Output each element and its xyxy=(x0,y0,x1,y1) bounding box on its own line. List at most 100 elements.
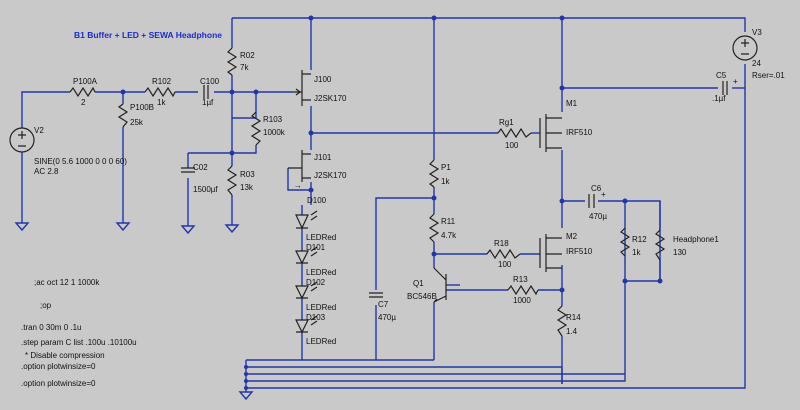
directive-comment: * Disable compression xyxy=(25,351,105,360)
r102-value: 1k xyxy=(157,98,166,107)
p100a-value: 2 xyxy=(81,98,86,107)
resistor-r103[interactable] xyxy=(250,111,262,146)
r11-label: R11 xyxy=(441,217,456,226)
resistor-rg1[interactable] xyxy=(497,127,532,139)
headphone1-value: 130 xyxy=(673,248,687,257)
mosfet-m2[interactable] xyxy=(539,234,562,272)
directive-option-1: .option plotwinsize=0 xyxy=(21,362,96,371)
r03-label: R03 xyxy=(240,170,255,179)
bjt-q1[interactable] xyxy=(433,267,447,303)
jfet-j101[interactable] xyxy=(288,150,311,182)
m1-label: M1 xyxy=(566,99,578,108)
resistor-r14[interactable] xyxy=(556,305,568,337)
directive-step: .step param C list .100u .10100u xyxy=(21,338,137,347)
c5-value: .1µf xyxy=(712,94,726,103)
c02-value: 1500µf xyxy=(193,185,218,194)
resistor-p1[interactable] xyxy=(428,159,440,188)
headphone1-label: Headphone1 xyxy=(673,235,719,244)
rg1-label: Rg1 xyxy=(499,118,514,127)
r14-label: R14 xyxy=(566,313,581,322)
v2-label: V2 xyxy=(34,126,44,135)
c5-plus-mark: + xyxy=(733,77,738,86)
resistor-headphone1[interactable] xyxy=(654,229,666,261)
d102-label: D102 xyxy=(306,278,326,287)
led-d101[interactable] xyxy=(295,246,318,265)
source-v3-icon[interactable] xyxy=(732,35,758,61)
directive-op: ;op xyxy=(40,301,52,310)
p1-value: 1k xyxy=(441,177,450,186)
m2-label: M2 xyxy=(566,232,578,241)
v3-label: V3 xyxy=(752,28,762,37)
ground-symbols xyxy=(14,222,254,401)
d102-value: LEDRed xyxy=(306,303,336,312)
resistor-r13[interactable] xyxy=(507,284,539,296)
c6-label: C6 xyxy=(591,184,602,193)
m1-value: IRF510 xyxy=(566,128,593,137)
source-v2-icon[interactable] xyxy=(9,127,35,153)
d101-value: LEDRed xyxy=(306,268,336,277)
c100-value: 1µf xyxy=(202,98,214,107)
r13-label: R13 xyxy=(513,275,528,284)
resistor-r02[interactable] xyxy=(226,47,238,76)
d103-label: D103 xyxy=(306,313,326,322)
resistor-r18[interactable] xyxy=(486,248,521,260)
c02-label: C02 xyxy=(193,163,208,172)
r11-value: 4.7k xyxy=(441,231,457,240)
j100-value: J2SK170 xyxy=(314,94,347,103)
j101-label: J101 xyxy=(314,153,332,162)
capacitor-c02[interactable] xyxy=(181,167,195,173)
junctions xyxy=(120,15,663,390)
capacitor-c6[interactable] xyxy=(588,194,595,208)
v3-value: 24 xyxy=(752,59,761,68)
d100-label: D100 xyxy=(307,196,327,205)
r02-value: 7k xyxy=(240,63,249,72)
q1-label: Q1 xyxy=(413,279,424,288)
c5-label: C5 xyxy=(716,71,727,80)
capacitor-c7[interactable] xyxy=(369,292,383,298)
resistor-p100a[interactable] xyxy=(69,86,96,98)
wires xyxy=(21,17,746,392)
led-d103[interactable] xyxy=(295,315,318,334)
mosfet-m1[interactable] xyxy=(539,114,562,152)
directive-tran: .tran 0 30m 0 .1u xyxy=(21,323,81,332)
c7-value: 470µ xyxy=(378,313,396,322)
q1-value: BC546B xyxy=(407,292,437,301)
d101-label: D101 xyxy=(306,243,326,252)
schematic-title: B1 Buffer + LED + SEWA Headphone xyxy=(74,30,222,40)
resistor-r102[interactable] xyxy=(144,86,176,98)
resistor-p100b[interactable] xyxy=(117,103,129,128)
r12-label: R12 xyxy=(632,235,647,244)
j101-arrow-mark: → xyxy=(294,181,302,190)
p100b-label: P100B xyxy=(130,103,154,112)
rg1-value: 100 xyxy=(505,141,519,150)
r02-label: R02 xyxy=(240,51,255,60)
m2-value: IRF510 xyxy=(566,247,593,256)
r12-value: 1k xyxy=(632,248,641,257)
d100-value: LEDRed xyxy=(306,233,336,242)
j101-value: J2SK170 xyxy=(314,171,347,180)
capacitor-c100[interactable] xyxy=(203,85,209,99)
capacitor-c5[interactable] xyxy=(722,81,728,95)
resistor-r03[interactable] xyxy=(226,165,238,196)
c7-label: C7 xyxy=(378,300,389,309)
p100b-value: 25k xyxy=(130,118,144,127)
resistor-r12[interactable] xyxy=(619,227,631,257)
led-d100[interactable] xyxy=(295,210,318,230)
j100-label: J100 xyxy=(314,75,332,84)
p1-label: P1 xyxy=(441,163,451,172)
v2-value-ac: AC 2.8 xyxy=(34,167,59,176)
r03-value: 13k xyxy=(240,183,254,192)
c100-label: C100 xyxy=(200,77,220,86)
directive-ac: ;ac oct 12 1 1000k xyxy=(34,278,100,287)
jfet-j100[interactable] xyxy=(294,70,311,106)
r103-value: 1000k xyxy=(263,128,286,137)
resistor-r11[interactable] xyxy=(428,213,440,243)
c6-value: 470µ xyxy=(589,212,607,221)
v3-rser: Rser=.01 xyxy=(752,71,785,80)
led-d102[interactable] xyxy=(295,281,318,300)
r14-value: 1.4 xyxy=(566,327,578,336)
r103-label: R103 xyxy=(263,115,283,124)
r18-label: R18 xyxy=(494,239,509,248)
v2-value: SINE(0 5.6 1000 0 0 0 60) xyxy=(34,157,127,166)
